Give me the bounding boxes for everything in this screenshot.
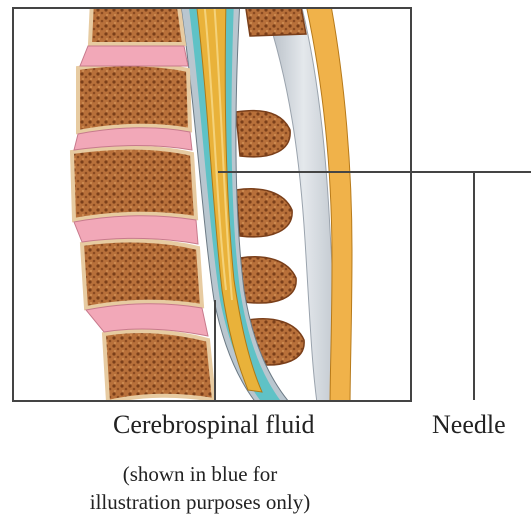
illustration-note: (shown in blue for illustration purposes… [0, 460, 400, 516]
note-line-1: (shown in blue for [0, 460, 400, 488]
note-line-2: illustration purposes only) [0, 488, 400, 516]
needle-label: Needle [432, 410, 506, 440]
csf-label: Cerebrospinal fluid [113, 410, 314, 440]
